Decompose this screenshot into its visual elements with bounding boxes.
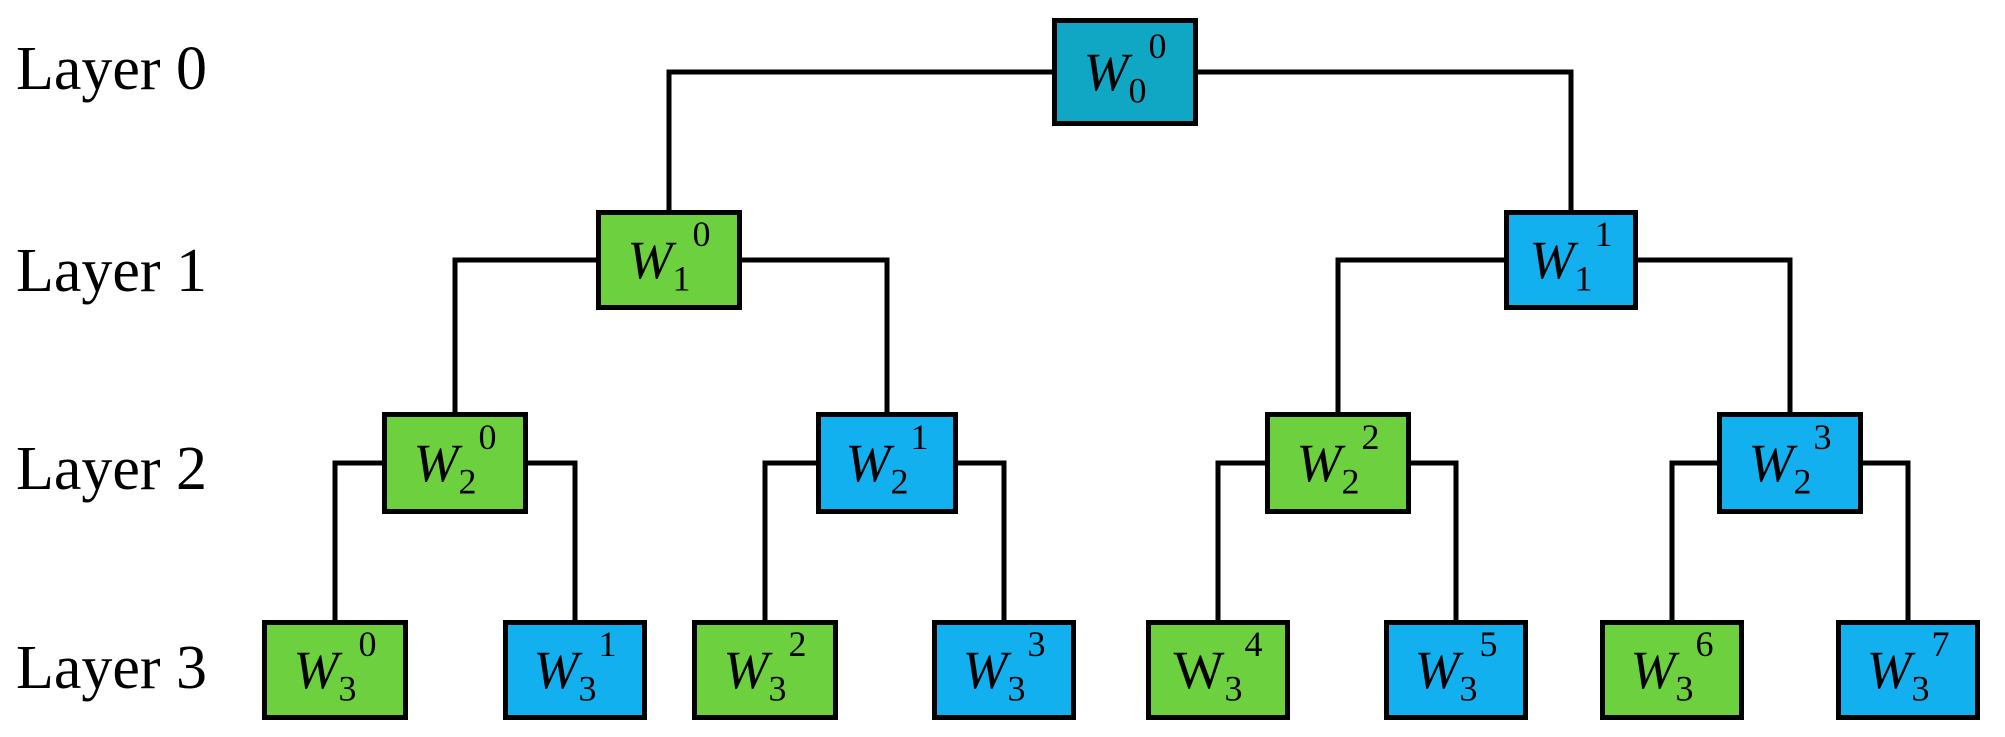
layer-label-3: Layer 3 [16, 634, 208, 702]
node-w3-5: W35 [1384, 620, 1528, 720]
connector-w1_1-w2_2 [1335, 257, 1504, 412]
node-w2-2: W22 [1265, 412, 1411, 514]
connector-w0_0-w1_1 [1198, 69, 1574, 210]
node-w1-1: W11 [1504, 210, 1638, 310]
layer-label-0: Layer 0 [16, 35, 208, 103]
node-w3-4: W34 [1146, 620, 1290, 720]
connector-w2_0-w3_1 [528, 460, 578, 620]
node-w3-1: W31 [503, 620, 647, 720]
connector-w1_0-w2_1 [742, 257, 890, 412]
node-w0-0: W00 [1052, 18, 1198, 126]
connector-w0_0-w1_0 [666, 69, 1052, 210]
node-w3-6: W36 [1600, 620, 1744, 720]
connector-w1_0-w2_0 [452, 257, 596, 412]
connector-w2_1-w3_3 [958, 460, 1007, 620]
node-w3-0: W30 [262, 620, 408, 720]
node-w3-3: W33 [932, 620, 1076, 720]
node-w3-7: W37 [1836, 620, 1980, 720]
node-w3-2: W32 [692, 620, 838, 720]
connector-w2_0-w3_0 [332, 460, 382, 620]
connector-w1_1-w2_3 [1638, 257, 1793, 412]
layer-label-1: Layer 1 [16, 237, 208, 305]
connector-w2_3-w3_6 [1669, 460, 1717, 620]
layer-label-2: Layer 2 [16, 435, 208, 503]
node-w2-3: W23 [1717, 412, 1863, 514]
connector-w2_1-w3_2 [762, 460, 816, 620]
node-w1-0: W10 [596, 210, 742, 310]
connector-w2_2-w3_5 [1411, 460, 1459, 620]
connector-w2_3-w3_7 [1863, 460, 1911, 620]
connector-w2_2-w3_4 [1215, 460, 1265, 620]
node-w2-0: W20 [382, 412, 528, 514]
node-w2-1: W21 [816, 412, 958, 514]
